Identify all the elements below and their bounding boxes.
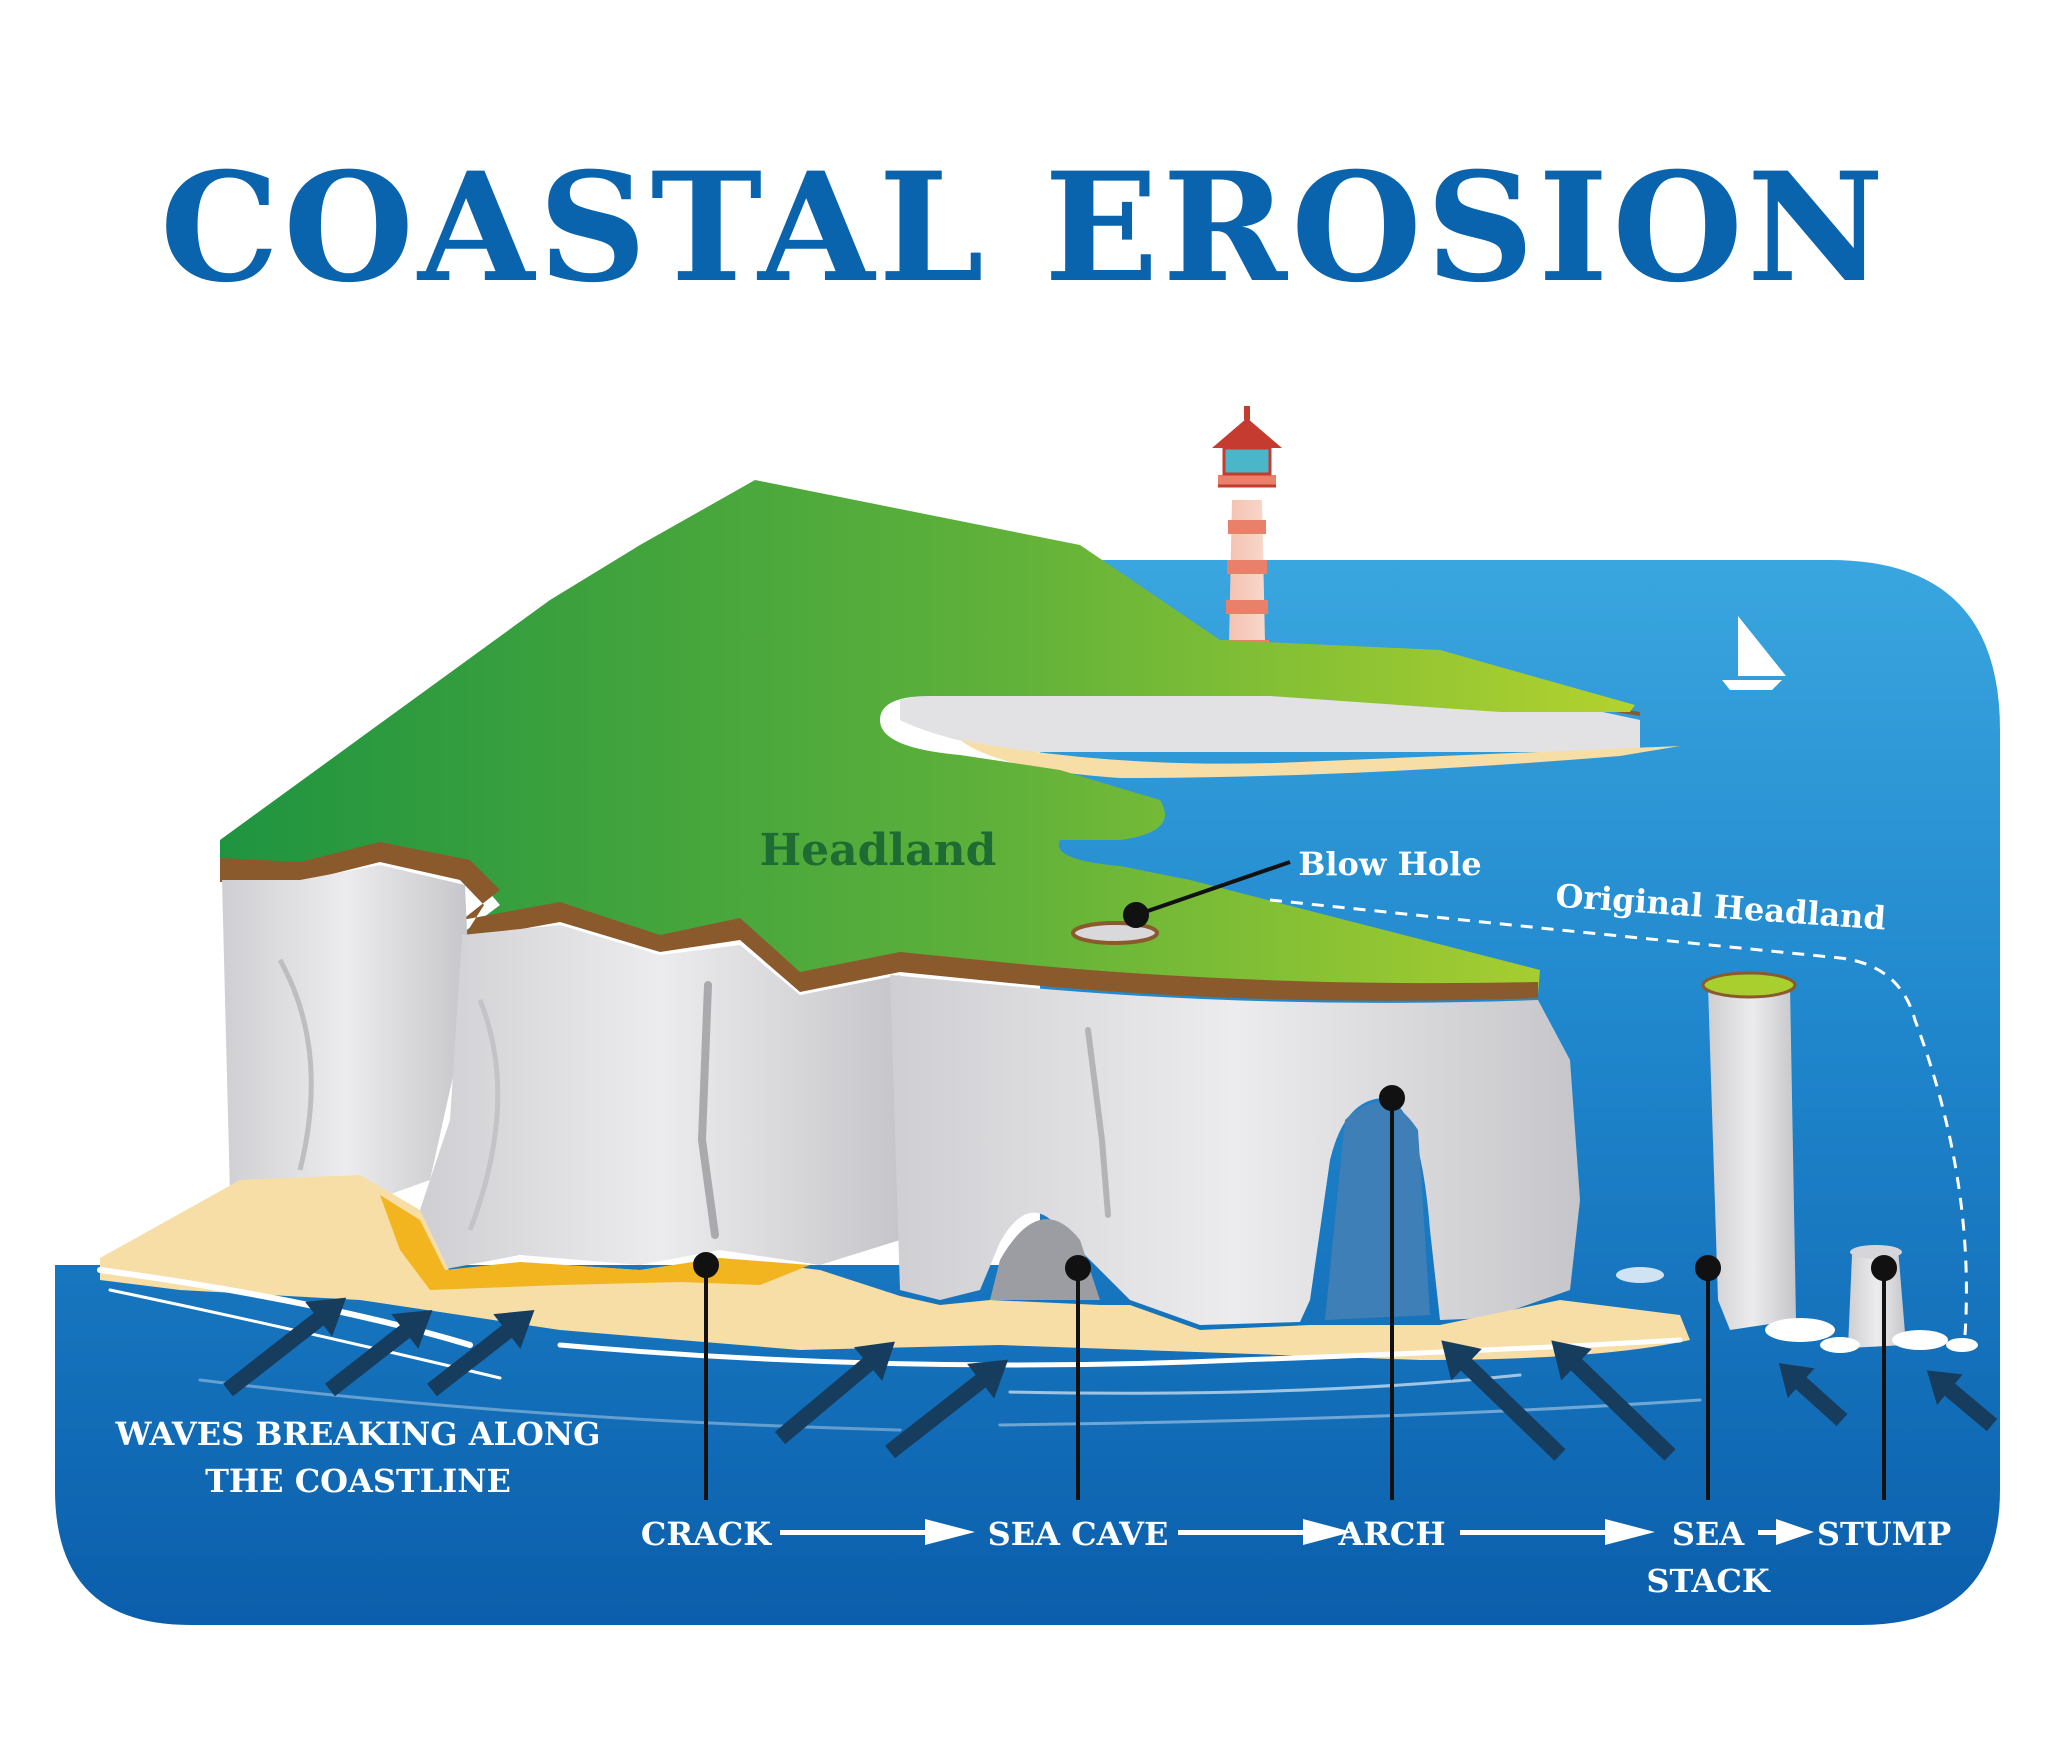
wave-arrow-icon xyxy=(1926,1370,1998,1432)
blow-hole xyxy=(1071,921,1159,945)
wave-arrow-icon xyxy=(1778,1363,1848,1426)
original-headland-outline xyxy=(1269,898,1968,1336)
flow-arrows xyxy=(780,1519,1814,1545)
label-crack: CRACK xyxy=(641,1515,772,1553)
label-waves-line1: WAVES BREAKING ALONG xyxy=(115,1415,601,1453)
flow-arrow-icon xyxy=(1758,1519,1814,1545)
sea-background xyxy=(55,560,2000,1625)
label-waves-line2: THE COASTLINE xyxy=(205,1462,511,1500)
label-sea-stack-line1: SEA xyxy=(1672,1515,1746,1553)
headland-soil-edge xyxy=(220,842,1538,1001)
flow-arrow-icon xyxy=(1178,1519,1352,1545)
label-blow-hole: Blow Hole xyxy=(1298,845,1481,883)
surf-lines xyxy=(97,1267,1702,1432)
label-stump: STUMP xyxy=(1817,1515,1951,1553)
sea-stack xyxy=(1701,971,1797,1330)
leader-lines xyxy=(693,860,1897,1500)
cliff-faces xyxy=(222,865,1580,1325)
foam xyxy=(1616,1267,1978,1353)
wave-arrow-icon xyxy=(1551,1340,1676,1461)
label-headland: Headland xyxy=(760,825,997,876)
headland-grass xyxy=(220,480,1635,996)
label-sea-stack-line2: STACK xyxy=(1646,1562,1770,1600)
label-arch: ARCH xyxy=(1337,1515,1445,1553)
wave-arrow-icon xyxy=(774,1341,895,1445)
wave-arrow-icon xyxy=(325,1309,433,1397)
flow-arrow-icon xyxy=(1460,1519,1655,1545)
wave-arrow-icon xyxy=(1441,1340,1566,1461)
wave-arrows xyxy=(223,1297,1998,1461)
wave-arrow-icon xyxy=(427,1309,535,1397)
wave-arrow-icon xyxy=(223,1297,347,1397)
flow-arrow-icon xyxy=(780,1519,975,1545)
sailboat-icon xyxy=(1722,616,1786,690)
label-sea-cave: SEA CAVE xyxy=(988,1515,1169,1553)
wave-arrow-icon xyxy=(885,1359,1009,1459)
diagram-title: COASTAL EROSION xyxy=(160,140,1888,316)
